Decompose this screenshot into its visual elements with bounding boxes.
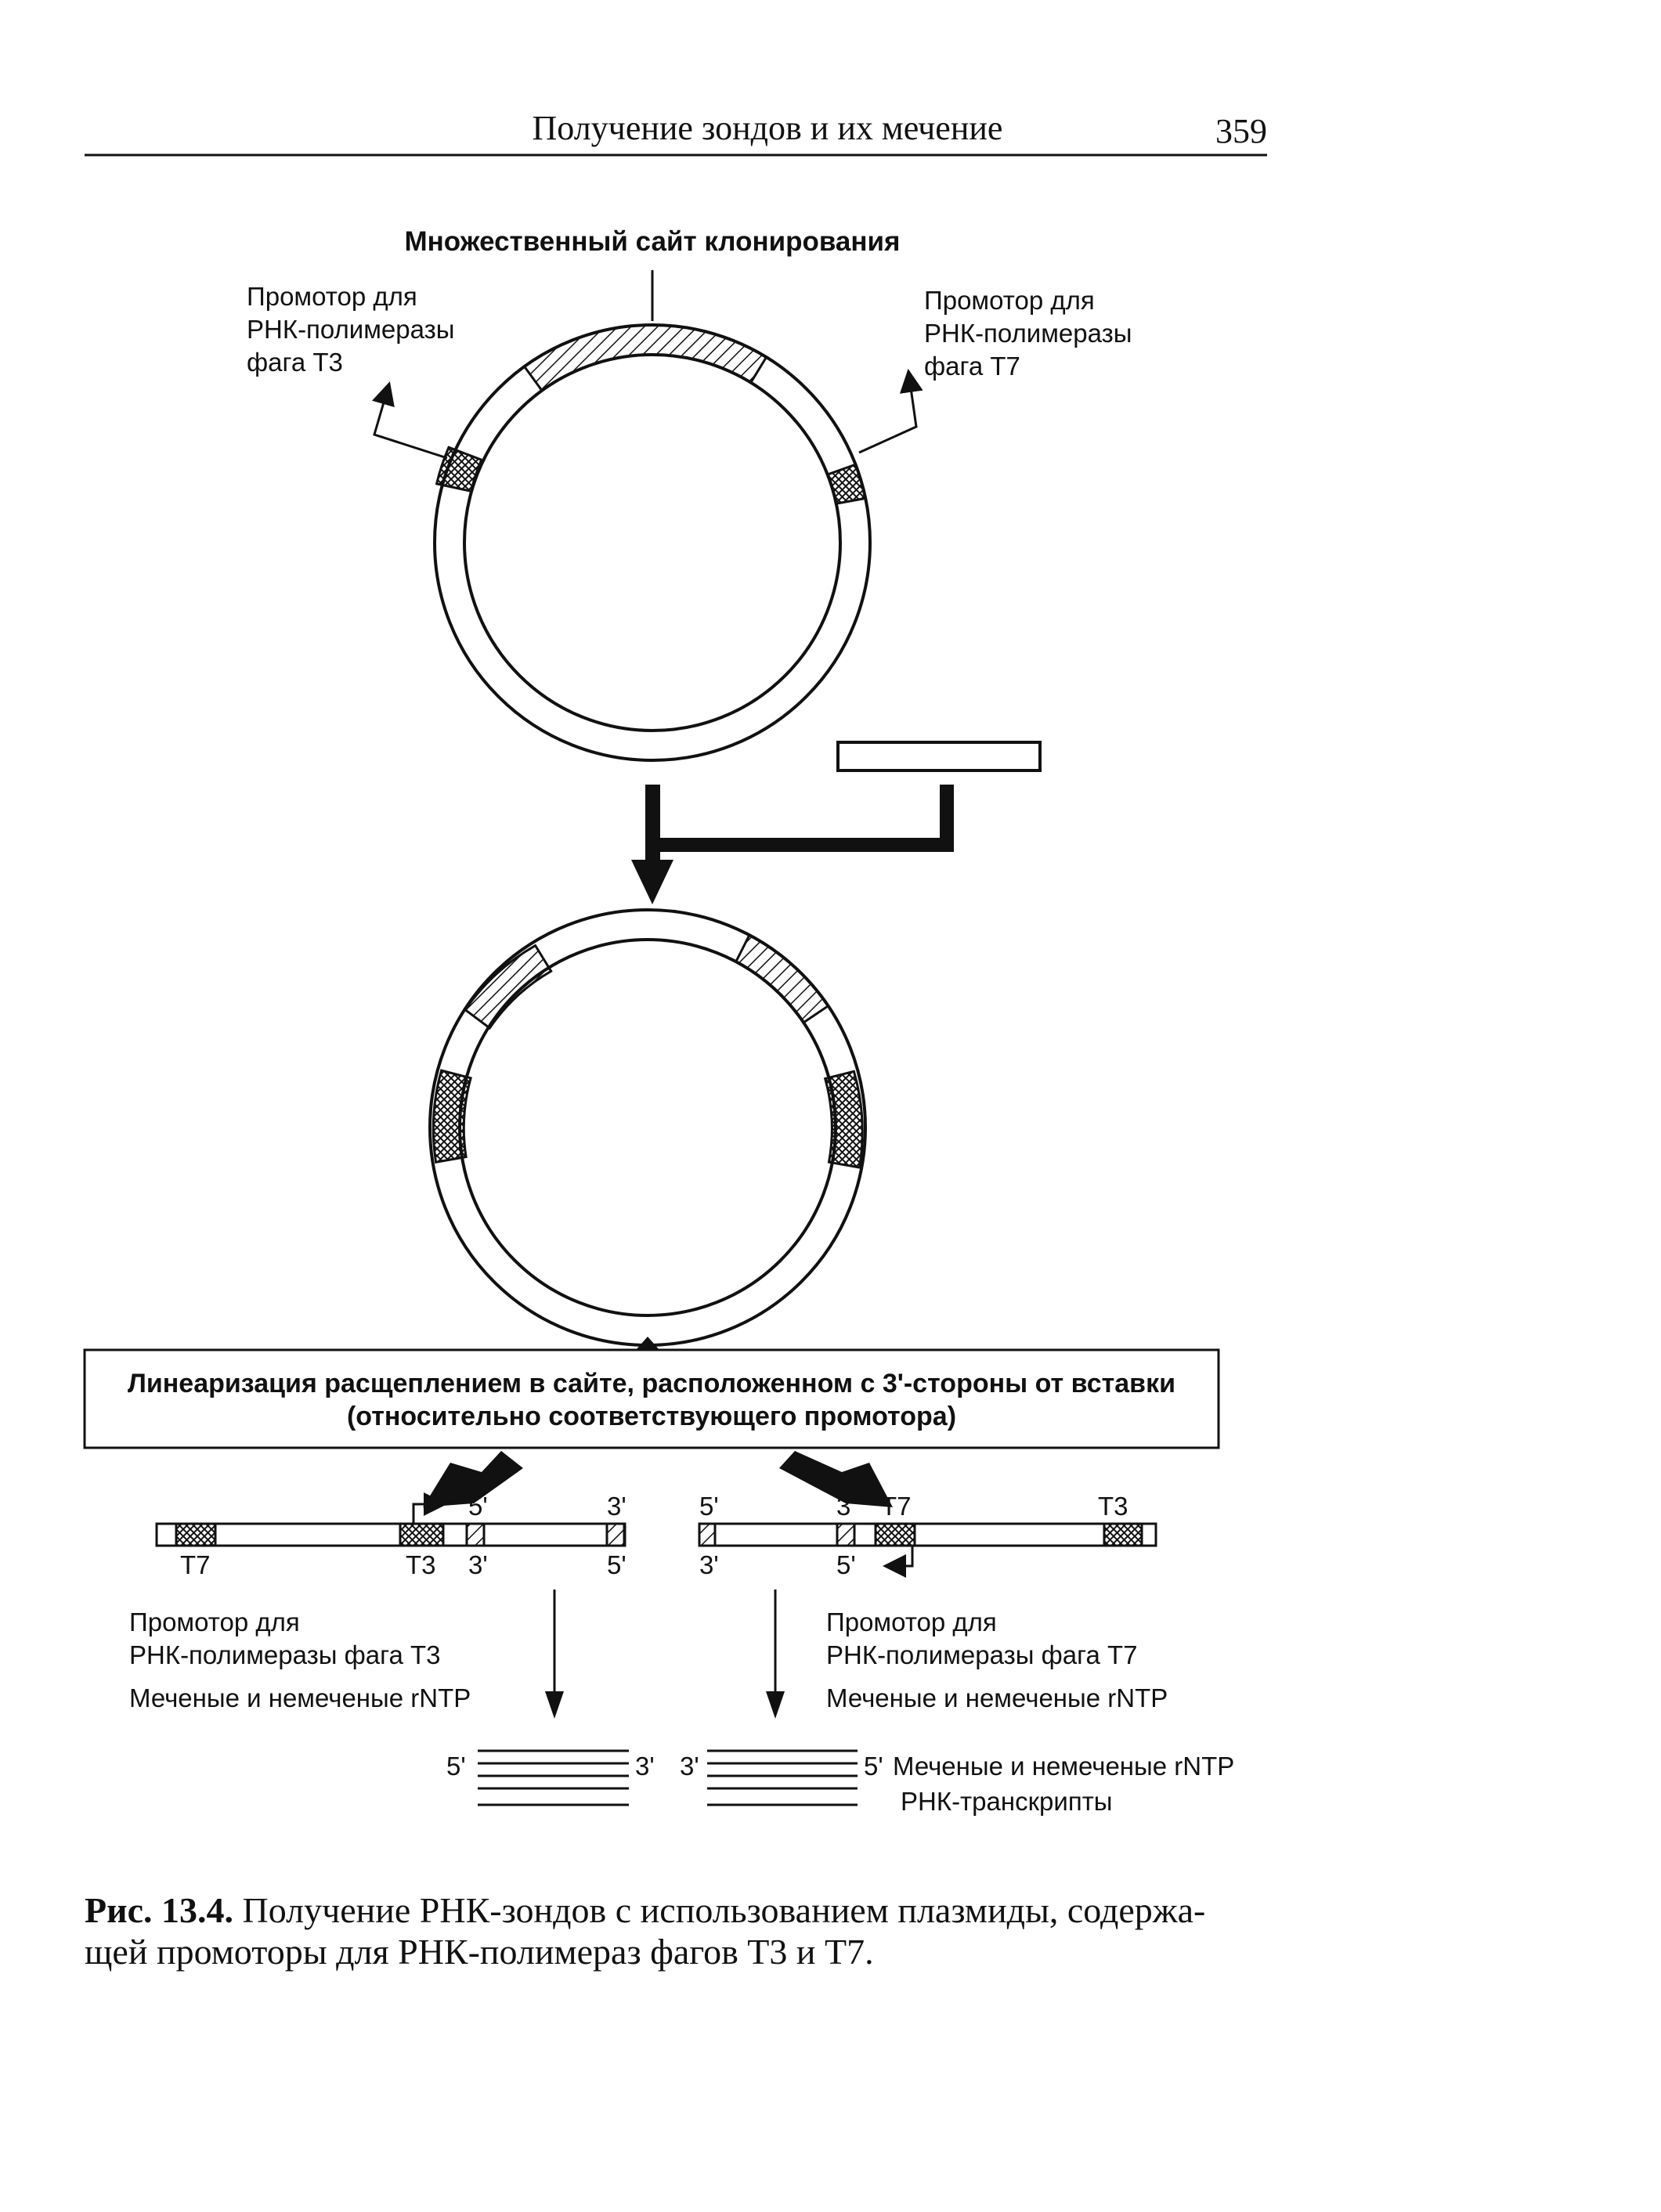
- left-t3-block: [399, 1522, 445, 1547]
- plasmid-inner-ring: [463, 353, 842, 732]
- cut-site-marker: [636, 1337, 659, 1350]
- left-transcription-start-arrow: [412, 1492, 447, 1524]
- right-linear-construct: 5' 3' Т7 Т3 3' 5' Промотор для РНК-полим…: [698, 1492, 1168, 1719]
- plasmid-recombinant: [428, 908, 867, 1350]
- right-t7-label: Т7: [881, 1492, 912, 1521]
- right-promoter-line1: Промотор для: [826, 1608, 997, 1636]
- t3-promoter-block: [435, 446, 483, 493]
- right-insert-end: [836, 1522, 856, 1547]
- caption-fig-label: Рис. 13.4.: [85, 1890, 233, 1930]
- right-bot-5: 5': [836, 1550, 856, 1579]
- split-arrow-left: [423, 1451, 523, 1507]
- caption-line2: щей промоторы для РНК-полимераз фагов Т3…: [85, 1932, 874, 1972]
- transcripts-label-line2: РНК-транскрипты: [901, 1787, 1113, 1816]
- left-t7-label: Т7: [180, 1550, 211, 1579]
- right-down-arrowhead: [766, 1691, 785, 1719]
- left-t7-block: [175, 1522, 217, 1547]
- right-dna-bar: [698, 1522, 1157, 1547]
- t7-label-line1: Промотор для: [924, 286, 1095, 315]
- right-transcripts: 3' 5': [680, 1749, 883, 1806]
- caption-line1-text: Получение РНК-зондов с использованием пл…: [233, 1890, 1205, 1930]
- split-arrow-right: [779, 1451, 893, 1507]
- right-insert-start: [698, 1522, 717, 1547]
- t3-label-line2: РНК-полимеразы: [247, 315, 454, 344]
- running-header: Получение зондов и их мечение: [533, 109, 1003, 147]
- left-bot-3: 3': [468, 1550, 488, 1579]
- plasmid-outer-ring: [433, 323, 872, 762]
- insert-fragment: [836, 741, 1042, 772]
- insert-hatched-right: [734, 933, 830, 1024]
- right-top-3: 3': [836, 1492, 856, 1521]
- right-transcription-start-arrow: [883, 1546, 914, 1578]
- linearization-line1: Линеаризация расщеплением в сайте, распо…: [128, 1369, 1175, 1398]
- transcripts-label-line1: Меченые и немеченые rNTP: [893, 1752, 1234, 1781]
- left-insert-end: [605, 1522, 626, 1547]
- t3-pointer-arrow: [372, 381, 448, 460]
- right-t3-label: Т3: [1098, 1492, 1128, 1521]
- left-insert-start: [465, 1522, 486, 1547]
- plasmid-top: [372, 270, 923, 762]
- insert-hatched-left: [463, 944, 553, 1030]
- right-top-5: 5': [699, 1492, 719, 1521]
- left-promoter-line1: Промотор для: [129, 1608, 300, 1636]
- t3-label-line3: фага Т3: [247, 348, 343, 377]
- t7-label-line3: фага Т7: [924, 352, 1020, 381]
- t7-promoter-block-2: [823, 1070, 864, 1169]
- left-bot-5: 5': [607, 1550, 626, 1579]
- left-dna-bar: [155, 1522, 626, 1547]
- t7-label-line2: РНК-полимеразы: [924, 319, 1132, 348]
- left-linear-construct: 5' 3' Т7 Т3 3' 5' Промотор для РНК-полим…: [129, 1492, 626, 1719]
- mcs-label: Множественный сайт клонирования: [405, 226, 901, 257]
- caption-line1: Рис. 13.4. Получение РНК-зондов с исполь…: [85, 1890, 1205, 1930]
- left-transcripts: 5' 3': [446, 1749, 655, 1806]
- left-transcript-5: 5': [446, 1752, 466, 1781]
- page-number: 359: [1215, 112, 1267, 150]
- left-top-3: 3': [607, 1492, 626, 1521]
- ligation-arrowhead: [631, 860, 673, 904]
- right-transcript-3: 3': [680, 1752, 699, 1781]
- t3-promoter-block-2: [431, 1069, 472, 1164]
- left-transcript-3: 3': [635, 1752, 655, 1781]
- t7-promoter-label: Промотор для РНК-полимеразы фага Т7: [924, 286, 1132, 381]
- right-rntp: Меченые и немеченые rNTP: [826, 1683, 1168, 1712]
- left-promoter-line2: РНК-полимеразы фага Т3: [129, 1640, 440, 1669]
- right-promoter-line2: РНК-полимеразы фага Т7: [826, 1640, 1137, 1669]
- left-top-5: 5': [468, 1492, 488, 1521]
- right-transcript-5: 5': [864, 1752, 883, 1781]
- linearization-box: [83, 1348, 1220, 1449]
- right-bot-3: 3': [699, 1550, 719, 1579]
- left-t3-label: Т3: [406, 1550, 436, 1579]
- ligation-arrow-shaft: [645, 785, 954, 868]
- linearization-line2: (относительно соответствующего промотора…: [347, 1402, 956, 1431]
- left-rntp: Меченые и немеченые rNTP: [129, 1683, 471, 1712]
- t7-promoter-block: [826, 463, 867, 505]
- t3-promoter-label: Промотор для РНК-полимеразы фага Т3: [247, 282, 454, 377]
- t7-pointer-arrow: [858, 369, 923, 454]
- left-down-arrowhead: [545, 1691, 564, 1719]
- mcs-hatched-segment: [522, 323, 768, 392]
- right-t7-block: [874, 1522, 916, 1547]
- t3-label-line1: Промотор для: [247, 282, 417, 311]
- right-t3-block: [1103, 1522, 1143, 1547]
